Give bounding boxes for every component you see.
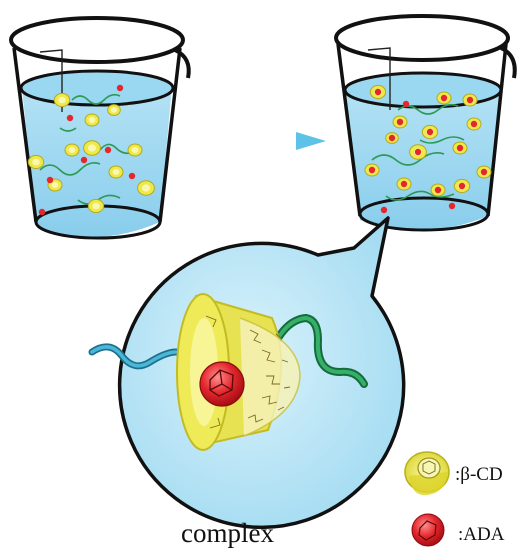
right-beaker — [334, 14, 517, 232]
ada-particle — [466, 96, 474, 104]
legend-beta-cd-label: :β-CD — [455, 464, 503, 485]
legend-ada-icon — [411, 513, 445, 547]
legend-ada-label: :ADA — [458, 524, 505, 545]
ada-particle — [38, 208, 46, 216]
polymer-chain-small — [39, 162, 101, 176]
ada-particle — [374, 88, 382, 96]
ada-particle — [400, 180, 408, 188]
particles-layer — [27, 84, 492, 216]
ada-particle — [458, 182, 466, 190]
ada-particle — [80, 156, 88, 164]
polymer-chain-small — [371, 152, 445, 166]
polymer-chain-right-highlight — [266, 315, 366, 386]
ada-particle — [456, 144, 464, 152]
ada-particle — [104, 146, 112, 154]
cyclodextrin-particle — [27, 154, 45, 170]
left-beaker-spout — [174, 48, 191, 79]
ada-particle — [440, 94, 448, 102]
left-beaker-water-surface — [19, 69, 175, 107]
right-beaker-wall-left — [336, 43, 362, 217]
cyclodextrin-particle — [64, 143, 80, 157]
cyclodextrin-particle — [87, 198, 105, 214]
legend-beta-cd-icon — [404, 451, 450, 496]
ada-particle — [470, 120, 478, 128]
polymer-chain-small — [419, 136, 465, 144]
ada-molecule-large — [199, 361, 245, 407]
ada-particle — [396, 118, 404, 126]
cyclodextrin-particle — [127, 143, 143, 157]
left-beaker-stirrer — [39, 49, 63, 112]
ada-particle — [426, 128, 434, 136]
polymer-chain-small — [71, 93, 121, 105]
ada-particle — [368, 166, 376, 174]
ada-particle — [128, 172, 136, 180]
complex-label: complex — [181, 518, 274, 548]
ada-particle — [116, 84, 124, 92]
right-beaker-stirrer — [367, 47, 391, 110]
cyclodextrin-particle — [83, 140, 101, 156]
ada-particle — [66, 114, 74, 122]
ada-particle — [414, 148, 422, 156]
right-beaker-water-surface — [343, 71, 503, 109]
ada-particle — [448, 202, 456, 210]
right-beaker-wall-right — [486, 43, 508, 217]
left-beaker-rim — [9, 16, 185, 64]
cyclodextrin-particle — [137, 180, 155, 196]
ada-particle — [402, 100, 410, 108]
cyclodextrin-particle — [53, 92, 71, 108]
left-beaker-wall-right — [158, 47, 182, 223]
polymer-chain-small — [59, 127, 77, 132]
polymer-chain-left-highlight — [90, 345, 178, 368]
ada-particle — [434, 186, 442, 194]
left-beaker-wall-left — [12, 47, 38, 223]
left-beaker — [9, 16, 191, 240]
process-arrow — [198, 132, 326, 150]
cyclodextrin-particle — [84, 113, 100, 127]
ada-particle — [46, 176, 54, 184]
cyclodextrin-particle — [107, 104, 121, 116]
polymer-chain-small — [385, 190, 455, 201]
ada-particle — [480, 168, 488, 176]
ada-particle — [380, 206, 388, 214]
polymer-chain-small — [99, 143, 135, 155]
ada-particle — [388, 134, 396, 142]
right-beaker-rim — [334, 14, 510, 62]
right-beaker-spout — [500, 46, 517, 79]
cyclodextrin-particle — [108, 165, 124, 179]
left-beaker-water — [22, 77, 172, 238]
